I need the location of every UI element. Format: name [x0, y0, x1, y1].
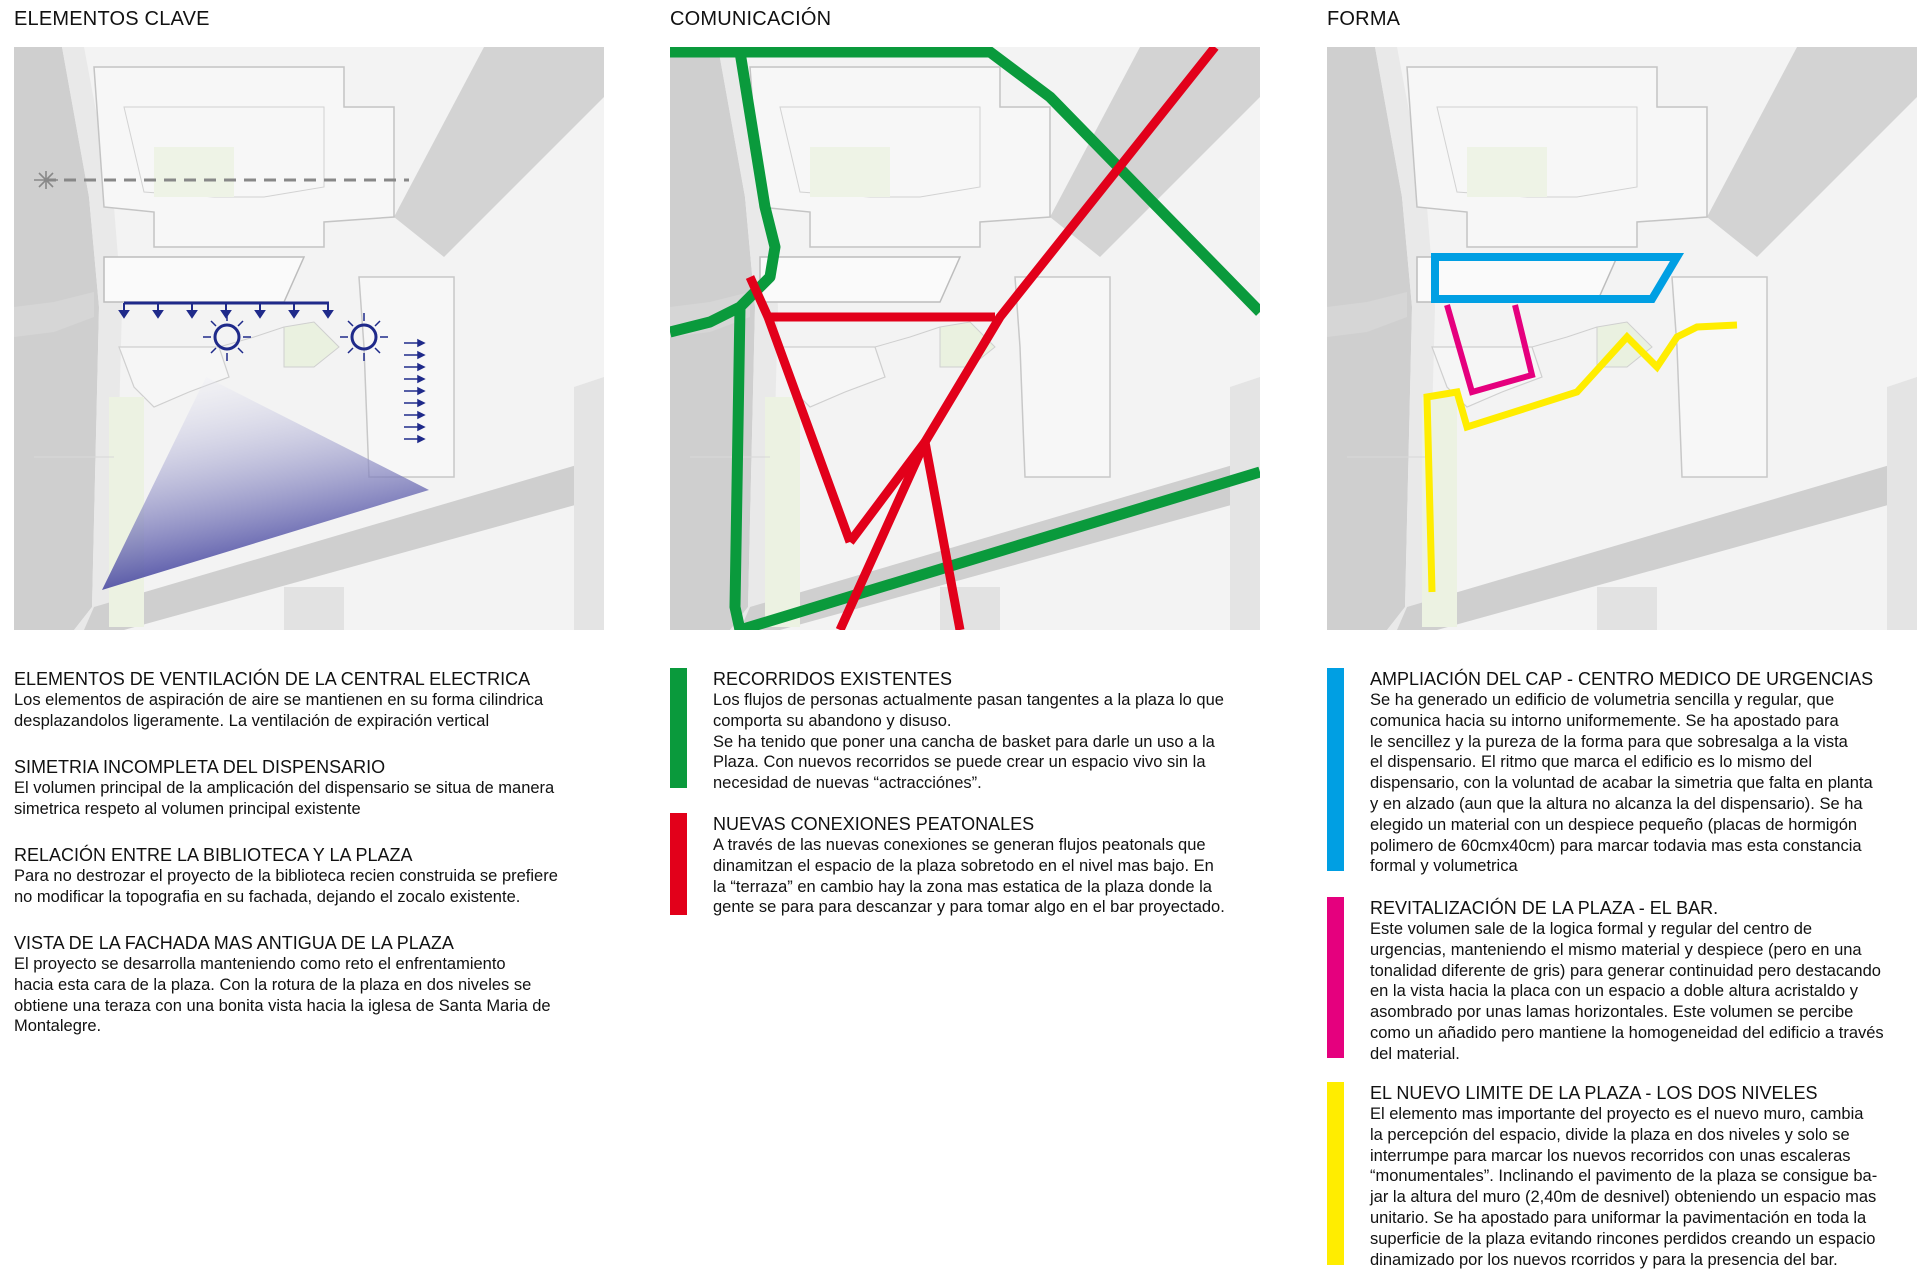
section-line: le sencillez y la pureza de la forma par…: [1370, 732, 1848, 751]
new-pedestrian-connections: [745, 47, 1219, 630]
vertical-ventilation-arrows: [404, 338, 426, 444]
section-line: dinamitzan el espacio de la plaza sobret…: [713, 856, 1214, 875]
axis-symbol-icon: [34, 171, 58, 189]
section-line: El proyecto se desarrolla manteniendo co…: [14, 955, 506, 973]
section-heading: SIMETRIA INCOMPLETA DEL DISPENSARIO: [14, 757, 386, 777]
section-line: la percepción del espacio, divide la pla…: [1370, 1125, 1850, 1144]
column-title: COMUNICACIÓN: [670, 8, 832, 30]
section-line: superficie de la plaza evitando rincones…: [1370, 1229, 1876, 1248]
section-line: Se ha tenido que poner una cancha de bas…: [713, 732, 1215, 751]
existing-routes: [670, 47, 1260, 630]
section-line: necesidad de nuevas “actracciónes”.: [713, 774, 982, 793]
section-line: y en alzado (aun que la altura no alcanz…: [1370, 794, 1863, 813]
section-biblioteca: RELACIÓN ENTRE LA BIBLIOTECA Y LA PLAZA …: [14, 844, 558, 908]
section-line: “monumentales”. Inclinando el pavimento …: [1370, 1167, 1878, 1186]
section-line: en la vista hacia la placa con un espaci…: [1370, 982, 1858, 1001]
bar-volume-shape: [1444, 304, 1536, 396]
section-line: comporta su abandono y disuso.: [713, 711, 952, 730]
section-line: el dispensario. El ritmo que marca el ed…: [1370, 753, 1813, 772]
section-line: simetrica respeto al volumen principal e…: [14, 799, 361, 818]
legend-bar-green: [670, 668, 687, 788]
section-line: desplazandolos ligeramente. La ventilaci…: [14, 711, 490, 730]
section-line: interrumpe para marcar los nuevos recorr…: [1370, 1146, 1851, 1165]
legend-bar-red: [670, 813, 687, 915]
new-plaza-wall-shape: [1423, 321, 1738, 593]
section-heading: VISTA DE LA FACHADA MAS ANTIGUA DE LA PL…: [14, 933, 454, 953]
section-recorridos-existentes: RECORRIDOS EXISTENTES Los flujos de pers…: [713, 668, 1224, 794]
section-nuevo-limite: EL NUEVO LIMITE DE LA PLAZA - LOS DOS NI…: [1370, 1082, 1877, 1270]
section-line: obtiene una teraza con una bonita vista …: [14, 996, 551, 1015]
section-line: unitario. Se ha apostado para uniformar …: [1370, 1208, 1867, 1227]
section-ventilacion: ELEMENTOS DE VENTILACIÓN DE LA CENTRAL E…: [14, 668, 543, 732]
section-line: comunica hacia su intorno uniformemente.…: [1370, 711, 1839, 730]
section-heading: AMPLIACIÓN DEL CAP - CENTRO MEDICO DE UR…: [1370, 669, 1874, 689]
section-line: Se ha generado un edificio de volumetria…: [1370, 691, 1835, 709]
section-line: elegido un material con un despiece pequ…: [1370, 815, 1858, 834]
section-line: hacia esta cara de la plaza. Con la rotu…: [14, 975, 532, 994]
section-line: El elemento mas importante del proyecto …: [1370, 1105, 1864, 1123]
ventilation-bar-arrows: [118, 301, 334, 319]
section-ampliacion-cap: AMPLIACIÓN DEL CAP - CENTRO MEDICO DE UR…: [1370, 668, 1873, 877]
section-revitalizacion-bar: REVITALIZACIÓN DE LA PLAZA - EL BAR. Est…: [1370, 897, 1884, 1065]
section-line: tonalidad diferente de gris) para genera…: [1370, 961, 1881, 980]
section-line: Los elementos de aspiración de aire se m…: [14, 691, 544, 709]
section-line: Los flujos de personas actualmente pasan…: [713, 691, 1224, 709]
section-line: jar la altura del muro (2,40m de desnive…: [1370, 1188, 1877, 1207]
section-line: urgencias, manteniendo el mismo material…: [1370, 940, 1862, 959]
section-nuevas-conexiones: NUEVAS CONEXIONES PEATONALES A través de…: [713, 813, 1225, 918]
section-heading: EL NUEVO LIMITE DE LA PLAZA - LOS DOS NI…: [1370, 1083, 1818, 1103]
section-line: la “terraza” en cambio hay la zona mas e…: [713, 877, 1212, 896]
section-line: polimero de 60cmx40cm) para marcar todav…: [1370, 836, 1862, 855]
section-simetria: SIMETRIA INCOMPLETA DEL DISPENSARIO El v…: [14, 756, 554, 820]
section-line: formal y volumetrica: [1370, 857, 1518, 876]
section-heading: NUEVAS CONEXIONES PEATONALES: [713, 814, 1035, 834]
section-line: Para no destrozar el proyecto de la bibl…: [14, 867, 558, 885]
section-line: El volumen principal de la amplicación d…: [14, 779, 555, 797]
section-vista-fachada: VISTA DE LA FACHADA MAS ANTIGUA DE LA PL…: [14, 932, 551, 1037]
map-forma: [1327, 47, 1917, 630]
ventilation-circle-icon: [213, 323, 378, 351]
column-title: ELEMENTOS CLAVE: [14, 8, 210, 30]
inflow-arrows: [203, 313, 388, 361]
section-line: no modificar la topografia en su fachada…: [14, 887, 521, 906]
section-line: gente se para para descanzar y para toma…: [713, 898, 1225, 917]
section-line: como un añadido pero mantiene la homogen…: [1370, 1023, 1884, 1042]
map-comunicacion: [670, 47, 1260, 630]
view-cone: [102, 377, 429, 590]
section-heading: RECORRIDOS EXISTENTES: [713, 669, 953, 689]
section-line: asombrado por unas lamas horizontales. E…: [1370, 1003, 1854, 1022]
section-heading: REVITALIZACIÓN DE LA PLAZA - EL BAR.: [1370, 898, 1719, 918]
column-title: FORMA: [1327, 8, 1401, 30]
legend-bar-magenta: [1327, 897, 1344, 1058]
legend-bar-yellow: [1327, 1082, 1344, 1265]
section-line: del material.: [1370, 1044, 1460, 1063]
section-heading: ELEMENTOS DE VENTILACIÓN DE LA CENTRAL E…: [14, 669, 531, 689]
section-line: dinamizado por los nuevos rcorridos y pa…: [1370, 1250, 1838, 1269]
section-line: Este volumen sale de la logica formal y …: [1370, 920, 1813, 938]
legend-bar-blue: [1327, 668, 1344, 871]
section-heading: RELACIÓN ENTRE LA BIBLIOTECA Y LA PLAZA: [14, 845, 413, 865]
section-line: Plaza. Con nuevos recorridos se puede cr…: [713, 753, 1206, 772]
section-line: dispensario, con la voluntad de acabar l…: [1370, 774, 1873, 793]
section-line: Montalegre.: [14, 1017, 102, 1036]
cap-extension-shape: [1431, 253, 1685, 303]
map-elementos-clave: [14, 47, 604, 630]
section-line: A través de las nuevas conexiones se gen…: [713, 836, 1206, 854]
